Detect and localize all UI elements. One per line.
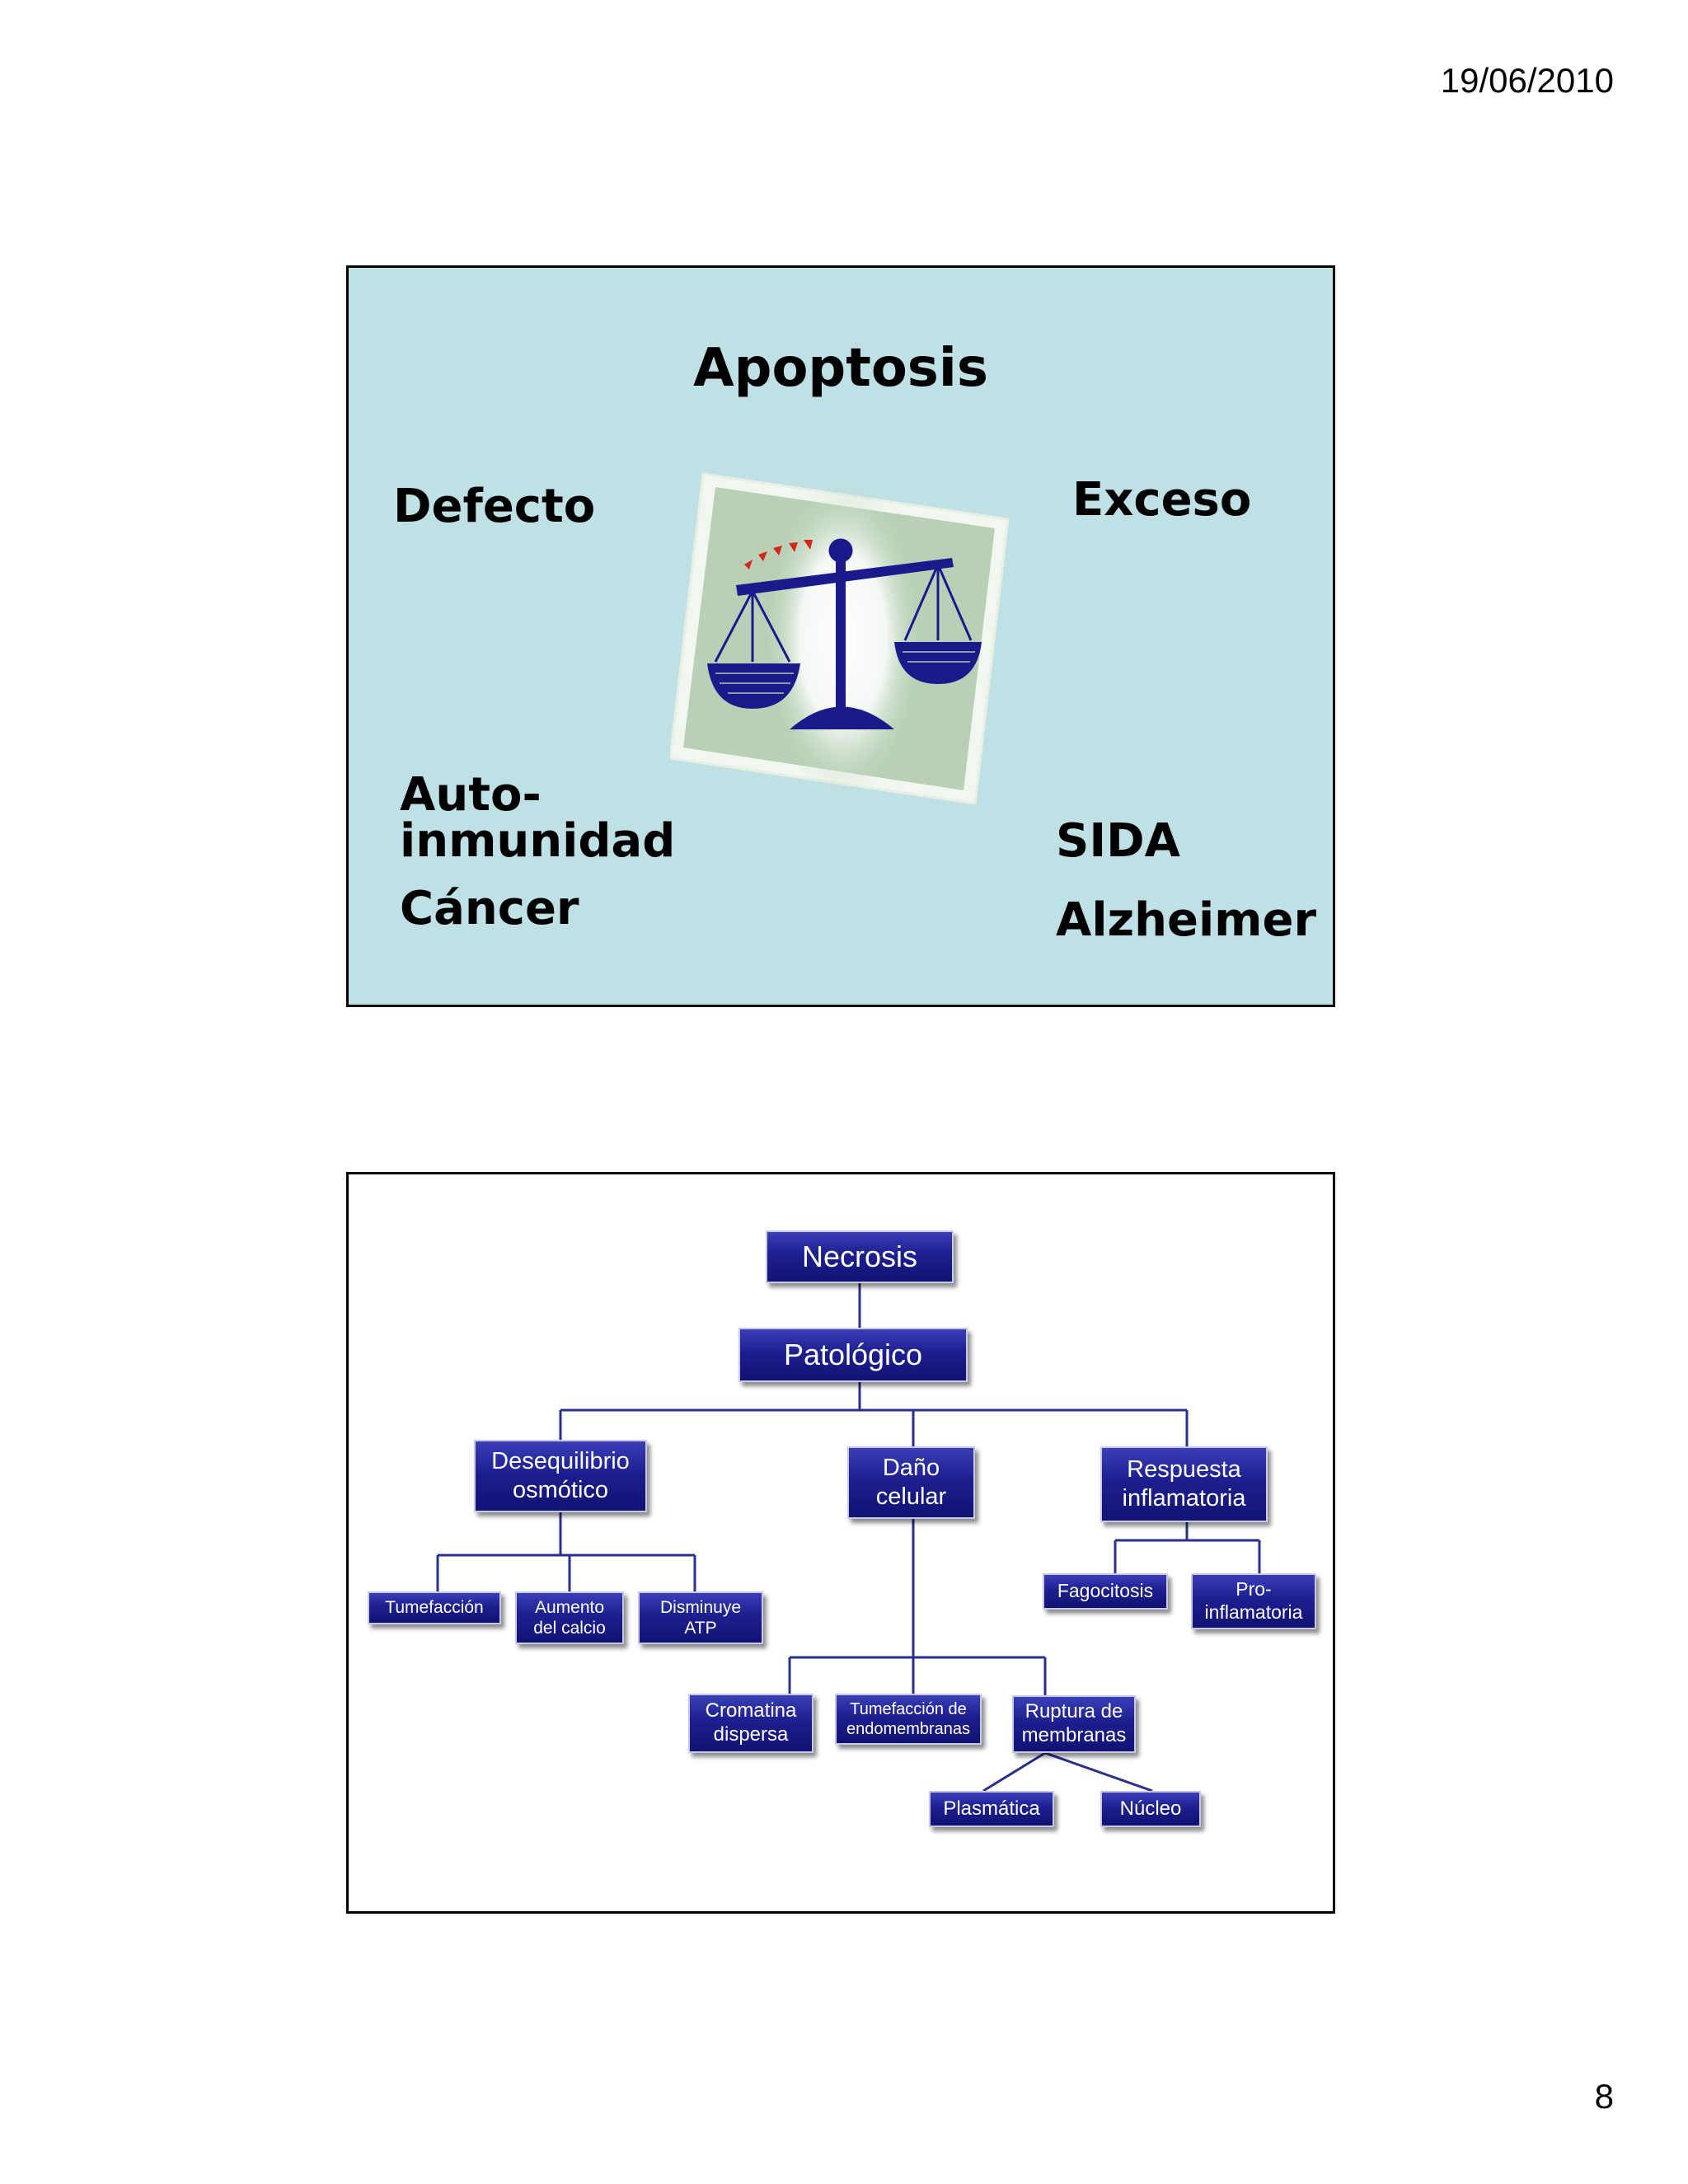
node-membrane-rupture: Ruptura de membranas <box>1012 1695 1136 1753</box>
node-inflammatory-response: Respuesta inflamatoria <box>1100 1446 1268 1522</box>
page-date: 19/06/2010 <box>1440 61 1614 100</box>
slide-necrosis: Necrosis Patológico Desequilibrio osmóti… <box>346 1172 1335 1914</box>
node-endomembrane-swelling: Tumefacción de endomembranas <box>835 1694 982 1745</box>
page-number: 8 <box>1594 2077 1614 2116</box>
slide-title: Apoptosis <box>693 338 988 399</box>
node-osmotic-imbalance: Desequilibrio osmótico <box>474 1440 647 1512</box>
node-pro-inflammatory: Pro- inflamatoria <box>1191 1573 1316 1629</box>
autoimmunity-label: Auto- inmunidad <box>400 768 676 868</box>
slide-apoptosis: Apoptosis Defecto Exceso Auto- inmunidad… <box>346 265 1335 1007</box>
defect-heading: Defecto <box>393 480 596 533</box>
aids-label: SIDA <box>1056 814 1180 868</box>
node-dispersed-chromatin: Cromatina dispersa <box>688 1694 814 1753</box>
node-atp-decrease: Disminuye ATP <box>638 1591 763 1644</box>
node-cell-damage: Daño celular <box>847 1446 975 1519</box>
node-plasma-membrane: Plasmática <box>929 1791 1054 1827</box>
excess-heading: Exceso <box>1072 473 1252 527</box>
cancer-label: Cáncer <box>400 882 579 935</box>
node-pathological: Patológico <box>738 1328 968 1382</box>
balance-scale-icon <box>668 457 1016 812</box>
node-calcium-increase: Aumento del calcio <box>515 1591 624 1644</box>
node-phagocytosis: Fagocitosis <box>1043 1573 1168 1610</box>
org-chart-connectors <box>436 1283 1261 1793</box>
node-swelling: Tumefacción <box>368 1591 501 1624</box>
node-necrosis: Necrosis <box>766 1230 954 1283</box>
node-nucleus: Núcleo <box>1100 1791 1201 1827</box>
alzheimer-label: Alzheimer <box>1056 893 1317 947</box>
